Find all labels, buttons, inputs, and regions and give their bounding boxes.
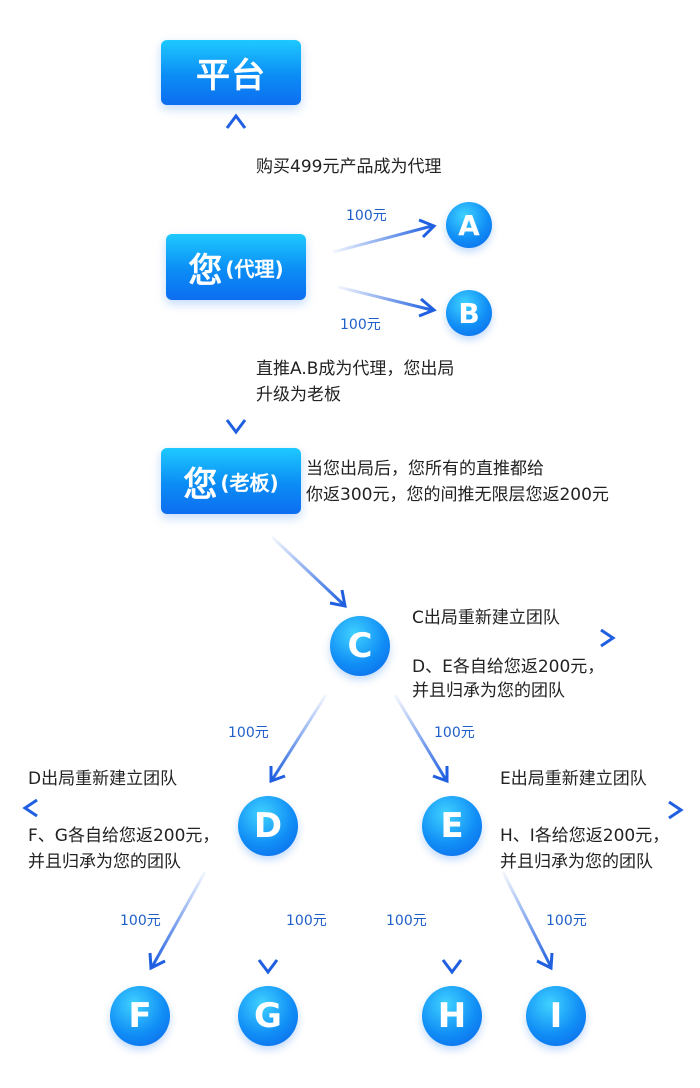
platform-label: 平台	[196, 56, 266, 96]
arrow-d-left	[22, 798, 188, 818]
node-a: A	[446, 202, 492, 248]
e-text-line2: H、I各给您返200元，	[500, 826, 670, 846]
node-g-label: G	[254, 996, 282, 1036]
amount-c-e: 100元	[434, 725, 475, 741]
boss-text-line2: 你返300元，您的间推无限层您返200元	[306, 485, 609, 505]
node-g: G	[238, 986, 298, 1046]
arrow-agent-to-a	[332, 218, 437, 254]
arrow-e-right	[518, 800, 684, 820]
node-b: B	[446, 290, 492, 336]
node-i-label: I	[549, 996, 563, 1036]
node-a-label: A	[458, 208, 480, 242]
e-text-line3: 并且归承为您的团队	[500, 852, 653, 872]
node-h-label: H	[437, 996, 467, 1036]
upgrade-text-line1: 直推A.B成为代理，您出局	[256, 359, 455, 379]
d-text-line1: D出局重新建立团队	[28, 769, 178, 789]
arrow-agent-to-boss	[225, 325, 247, 435]
amount-c-d: 100元	[228, 725, 269, 741]
node-c: C	[330, 616, 390, 676]
arrow-boss-to-c	[270, 535, 347, 608]
amount-e-i: 100元	[546, 913, 587, 929]
amount-agent-b: 100元	[340, 317, 381, 333]
arrow-c-to-e	[393, 694, 449, 784]
arrow-c-to-d	[269, 694, 328, 784]
node-f-label: F	[128, 996, 152, 1036]
amount-e-h: 100元	[386, 913, 427, 929]
boss-text-line1: 当您出局后，您所有的直推都给	[306, 459, 544, 479]
arrow-agent-to-platform	[225, 113, 247, 220]
arrow-agent-to-b	[337, 285, 437, 318]
c-text-line2: D、E各自给您返200元，	[412, 657, 605, 677]
buy-text: 购买499元产品成为代理	[256, 157, 442, 177]
d-text-line3: 并且归承为您的团队	[28, 852, 181, 872]
amount-d-f: 100元	[120, 913, 161, 929]
agent-node: 您 (代理)	[166, 234, 306, 300]
amount-agent-a: 100元	[346, 208, 387, 224]
node-h: H	[422, 986, 482, 1046]
arrow-d-to-f	[148, 871, 207, 971]
node-d: D	[238, 796, 298, 856]
e-text-line1: E出局重新建立团队	[500, 769, 647, 789]
boss-main-label: 您	[183, 464, 219, 505]
node-e-label: E	[440, 806, 464, 846]
node-b-label: B	[458, 296, 480, 330]
boss-node: 您 (老板)	[161, 448, 301, 514]
arrow-d-to-g	[257, 866, 279, 975]
arrow-e-to-h	[441, 866, 463, 975]
node-f: F	[110, 986, 170, 1046]
arrow-c-right	[410, 628, 616, 648]
c-text-line3: 并且归承为您的团队	[412, 681, 565, 701]
c-text-line1: C出局重新建立团队	[412, 608, 560, 628]
agent-main-label: 您	[188, 250, 224, 291]
node-d-label: D	[253, 806, 283, 846]
platform-node: 平台	[161, 40, 301, 105]
boss-sub-label: (老板)	[220, 470, 279, 495]
node-c-label: C	[347, 626, 373, 666]
d-text-line2: F、G各自给您返200元，	[28, 826, 220, 846]
upgrade-text-line2: 升级为老板	[256, 385, 341, 405]
amount-d-g: 100元	[286, 913, 327, 929]
node-e: E	[422, 796, 482, 856]
node-i: I	[526, 986, 586, 1046]
agent-sub-label: (代理)	[225, 256, 284, 281]
arrow-e-to-i	[501, 871, 554, 971]
